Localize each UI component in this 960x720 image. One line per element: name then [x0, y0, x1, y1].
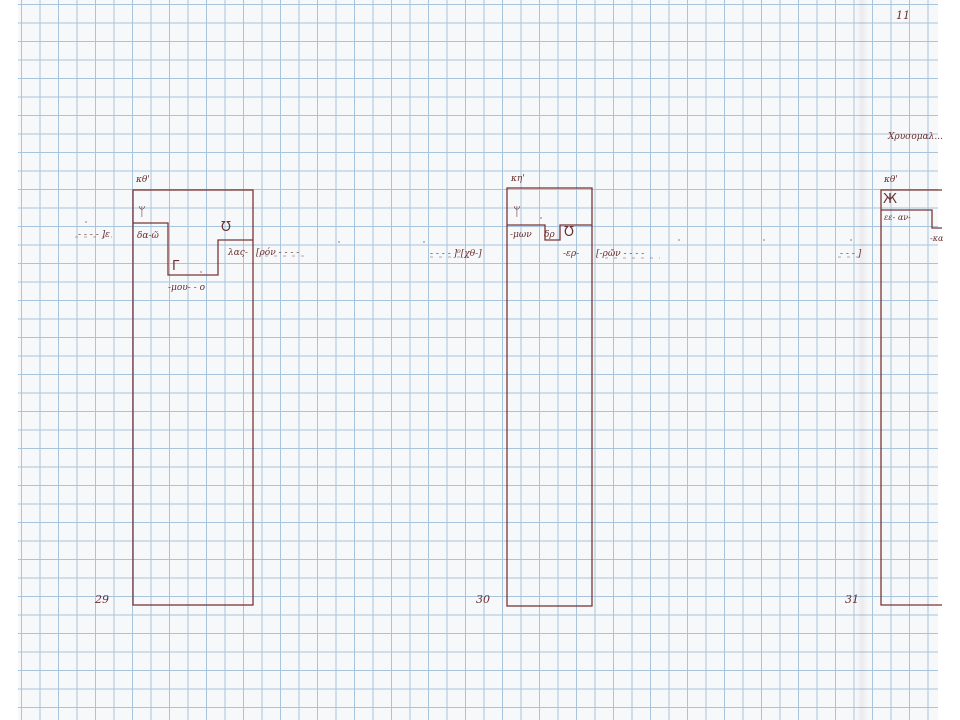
column-30-frame — [506, 187, 593, 607]
continuation-text: [ρόν - - - - — [256, 248, 300, 258]
syllable-text: -μου- - ο — [168, 283, 206, 293]
page-number: 11 — [896, 9, 910, 22]
sheet-edge — [938, 0, 960, 720]
column-29-step-line — [133, 222, 253, 276]
syllable-text: -ερ- — [563, 249, 580, 259]
neume-symbol-icon: ᛘ — [138, 205, 146, 220]
neume-symbol-icon: Ʊ — [221, 220, 231, 235]
column-number: 29 — [95, 593, 109, 606]
column-number: 31 — [845, 593, 859, 606]
column-top-label: κθ' — [884, 175, 898, 185]
header-word: Χρυσομαλ... — [888, 132, 943, 142]
syllable-text: δα-ῶ — [137, 231, 159, 241]
left-margin-text: - - - - ]ε — [78, 230, 110, 240]
column-31-frame — [880, 189, 942, 606]
column-number: 30 — [476, 593, 490, 606]
page-gutter-shadow — [856, 0, 868, 720]
neume-symbol-icon: Γ — [172, 259, 180, 274]
column-30-step-line — [507, 224, 592, 241]
left-margin-text: - - - ] — [840, 249, 862, 259]
syllable-text: -μων — [510, 230, 532, 240]
column-top-label: κη' — [511, 174, 525, 184]
column-top-label: κθ' — [136, 175, 150, 185]
graph-paper-sheet — [18, 0, 942, 720]
column-29-frame — [132, 189, 254, 606]
neume-symbol-icon: Ж — [883, 192, 898, 207]
column-31-step-line — [881, 209, 942, 229]
syllable-text: -κα — [930, 234, 944, 243]
neume-symbol-icon: ᛘ — [513, 205, 521, 220]
syllable-text: εε- αν- — [884, 213, 911, 222]
continuation-text: [-ρῶν - - - - — [596, 249, 645, 259]
neume-symbol-icon: Ʊ — [564, 225, 574, 240]
syllable-text: δρ — [544, 230, 555, 240]
left-margin-text: - - - - ]⁰[χθ-] — [430, 249, 482, 259]
syllable-text: λας- — [228, 248, 248, 258]
